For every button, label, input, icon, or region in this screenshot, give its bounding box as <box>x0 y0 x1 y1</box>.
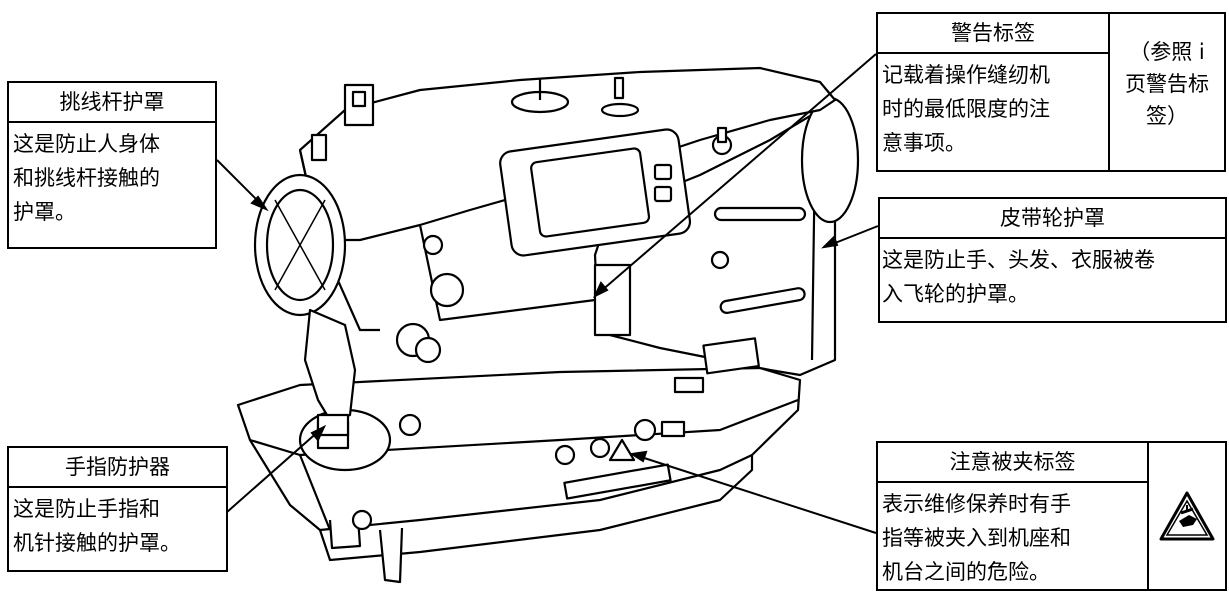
thread-takeup-cover-title: 挑线杆护罩 <box>9 83 215 123</box>
thread-takeup-cover-line-1: 这是防止人身体 <box>13 132 160 156</box>
machine-bed <box>236 366 802 532</box>
warning-reference-line-1: （参照 i <box>1129 40 1205 64</box>
pinch-warning-line-3: 机台之间的危险。 <box>882 560 1050 584</box>
thread-takeup-cover-label: 挑线杆护罩 这是防止人身体 和挑线杆接触的 护罩。 <box>7 81 217 249</box>
warning-reference-line-3: 签） <box>1146 104 1188 128</box>
warning-reference-line-2: 页警告标 <box>1125 72 1209 96</box>
warning-label-line-2: 时的最低限度的注 <box>882 97 1050 121</box>
warning-label-line-1: 记载着操作缝纫机 <box>882 63 1050 87</box>
belt-cover-line-2: 入飞轮的护罩。 <box>882 282 1029 306</box>
warning-label-line-3: 意事项。 <box>882 131 966 155</box>
thread-takeup-cover-line-3: 护罩。 <box>13 200 76 224</box>
warning-label-title: 警告标签 <box>878 14 1108 54</box>
finger-guard-label: 手指防护器 这是防止手指和 机针接触的护罩。 <box>7 446 228 572</box>
warning-label-reference: （参照 i 页警告标 签） <box>1108 12 1226 172</box>
thread-takeup-cover-line-2: 和挑线杆接触的 <box>13 166 160 190</box>
belt-cover-line-1: 这是防止手、头发、衣服被卷 <box>882 248 1155 272</box>
hand-pinch-warning-icon <box>1159 491 1215 541</box>
pinch-warning-symbol-box <box>1147 441 1227 591</box>
belt-cover-label: 皮带轮护罩 这是防止手、头发、衣服被卷 入飞轮的护罩。 <box>878 197 1227 323</box>
pinch-warning-title: 注意被夹标签 <box>878 443 1147 483</box>
pinch-warning-line-1: 表示维修保养时有手 <box>882 492 1071 516</box>
warning-label: 警告标签 记载着操作缝纫机 时的最低限度的注 意事项。 <box>876 12 1110 172</box>
belt-cover-title: 皮带轮护罩 <box>880 199 1225 239</box>
finger-guard-title: 手指防护器 <box>9 448 226 488</box>
finger-guard-line-1: 这是防止手指和 <box>13 497 160 521</box>
pinch-warning-label: 注意被夹标签 表示维修保养时有手 指等被夹入到机座和 机台之间的危险。 <box>876 441 1149 591</box>
pinch-warning-line-2: 指等被夹入到机座和 <box>882 526 1071 550</box>
finger-guard-line-2: 机针接触的护罩。 <box>13 531 181 555</box>
